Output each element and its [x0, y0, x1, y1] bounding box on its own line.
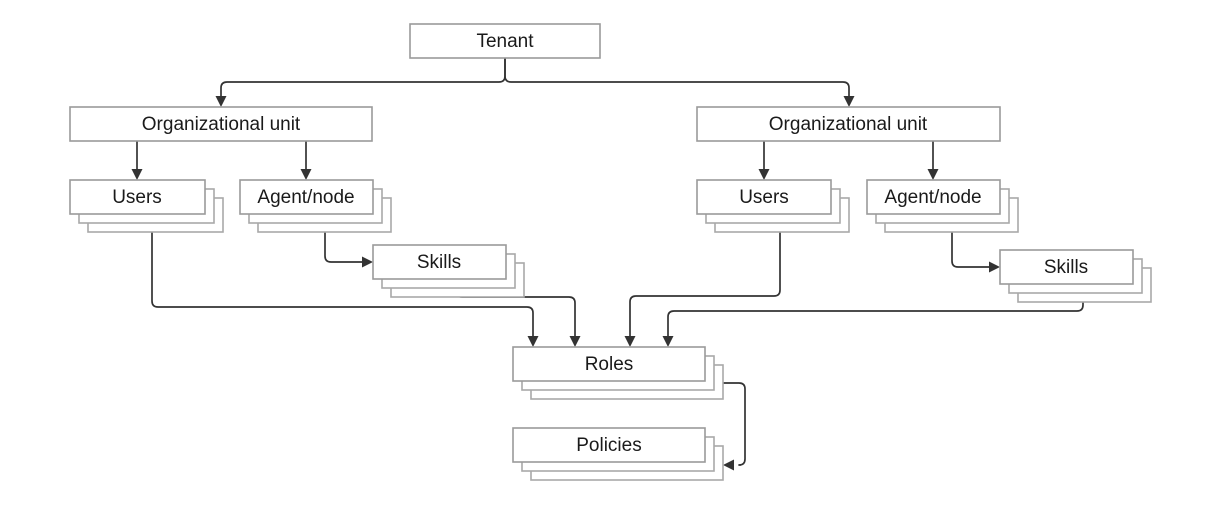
arrowhead-icon [624, 336, 636, 347]
edge-tenant-to-org-unit-left [215, 58, 506, 107]
edge-org-unit-right-to-users-right [758, 141, 770, 180]
node-policies[interactable]: Policies [512, 427, 724, 481]
edge-agent-node-left-to-skills-left [324, 232, 373, 268]
node-skills-left-label: Skills [417, 252, 461, 273]
node-agent-node-right[interactable]: Agent/node [866, 179, 1019, 233]
node-policies-label: Policies [576, 435, 641, 456]
arrowhead-icon [758, 169, 770, 180]
arrowhead-icon [723, 459, 734, 471]
arrowhead-icon [131, 169, 143, 180]
arrowhead-icon [362, 256, 373, 268]
node-skills-right-label: Skills [1044, 257, 1088, 278]
edge-org-unit-right-to-agent-node-right [927, 141, 939, 180]
node-users-left-label: Users [112, 187, 162, 208]
node-org-unit-left[interactable]: Organizational unit [69, 106, 373, 142]
node-roles[interactable]: Roles [512, 346, 724, 400]
node-users-left[interactable]: Users [69, 179, 224, 233]
node-org-unit-right[interactable]: Organizational unit [696, 106, 1001, 142]
edge-users-right-to-roles [624, 214, 781, 347]
edge-roles-to-policies [723, 382, 746, 471]
node-roles-label: Roles [585, 354, 634, 375]
arrowhead-icon [927, 169, 939, 180]
edge-skills-right-to-roles [662, 284, 1084, 347]
arrowhead-icon [989, 261, 1000, 273]
edge-org-unit-left-to-users-left [131, 141, 143, 180]
node-tenant-label: Tenant [476, 31, 534, 52]
arrowhead-icon [215, 96, 227, 107]
node-agent-node-right-label: Agent/node [884, 187, 981, 208]
node-skills-left[interactable]: Skills [372, 244, 525, 298]
edge-tenant-to-org-unit-right [504, 58, 855, 107]
node-users-right-label: Users [739, 187, 789, 208]
edge-org-unit-left-to-agent-node-left [300, 141, 312, 180]
node-skills-right[interactable]: Skills [999, 249, 1152, 303]
node-org-unit-right-label: Organizational unit [769, 114, 928, 135]
arrowhead-icon [527, 336, 539, 347]
node-agent-node-left[interactable]: Agent/node [239, 179, 392, 233]
node-agent-node-left-label: Agent/node [257, 187, 354, 208]
node-org-unit-left-label: Organizational unit [142, 114, 301, 135]
arrowhead-icon [843, 96, 855, 107]
edge-skills-left-to-roles [455, 290, 581, 347]
arrowhead-icon [300, 169, 312, 180]
edge-users-left-to-roles [151, 214, 539, 347]
connector-layer [131, 58, 1084, 471]
node-users-right[interactable]: Users [696, 179, 850, 233]
node-tenant[interactable]: Tenant [409, 23, 601, 59]
edge-agent-node-right-to-skills-right [951, 232, 1000, 273]
arrowhead-icon [662, 336, 674, 347]
arrowhead-icon [569, 336, 581, 347]
